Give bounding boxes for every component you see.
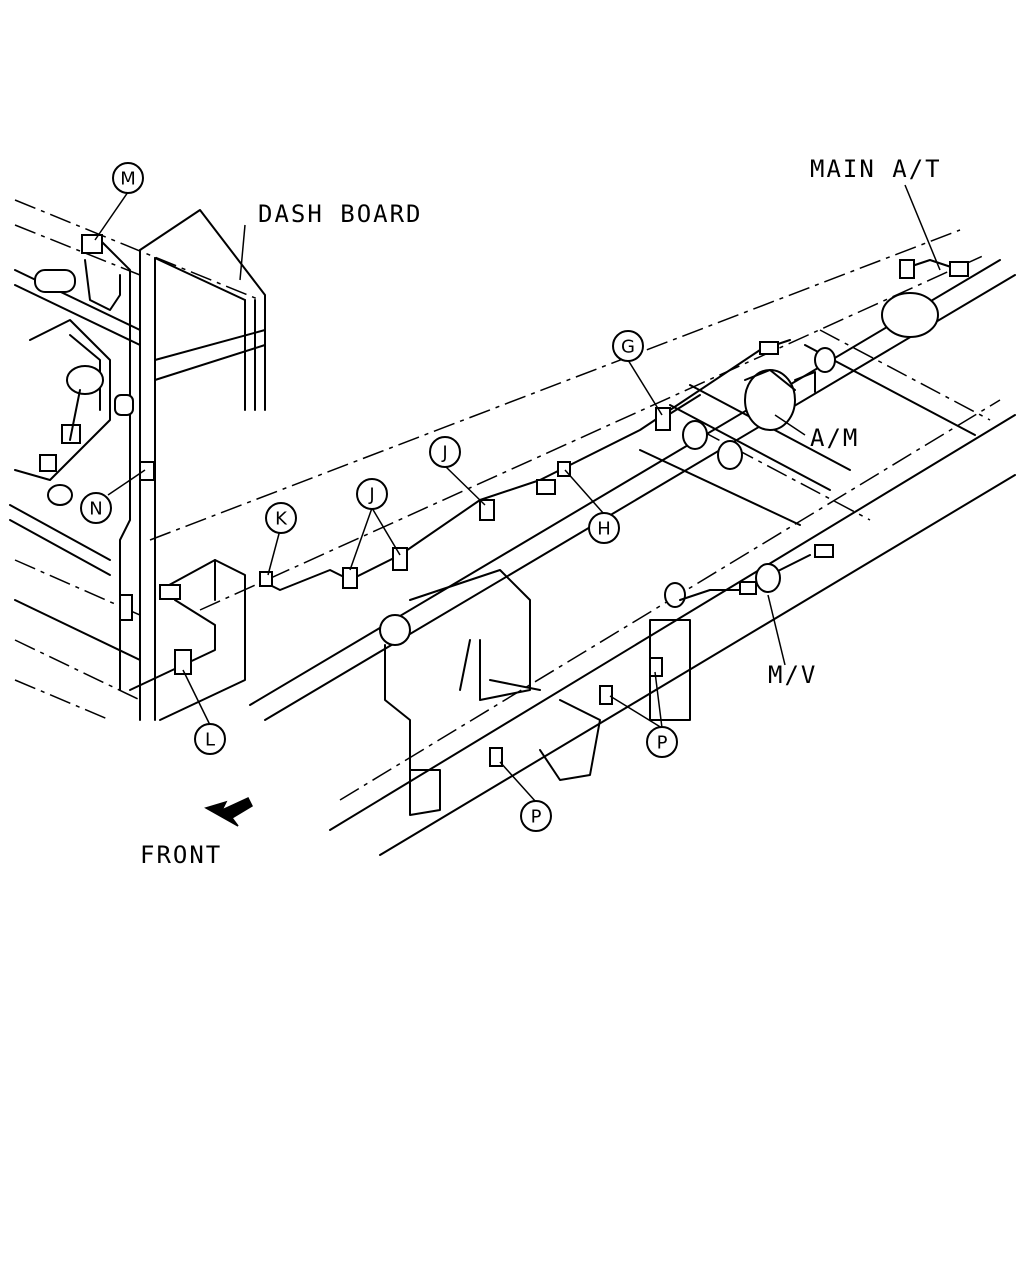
front-label: FRONT [140,841,222,869]
callout-h-letter: H [597,519,611,540]
callout-m-letter: M [120,169,136,190]
callout-h: H [588,512,620,544]
callout-n-letter: N [89,499,102,520]
arrow-down-left-icon [204,797,253,827]
callout-p-right: P [646,726,678,758]
callout-p-left-letter: P [531,807,542,828]
callout-j-upper-letter: J [441,443,447,464]
leader-lines [94,184,941,803]
callout-m: M [112,162,144,194]
callout-j-lower: J [356,478,388,510]
callout-p-right-letter: P [657,733,668,754]
callout-k-letter: K [275,509,288,530]
callout-j-lower-letter: J [368,485,374,506]
callout-g-letter: G [621,337,635,358]
mv-label: M/V [768,661,817,689]
callout-l: L [194,723,226,755]
callout-j-upper: J [429,436,461,468]
callout-g: G [612,330,644,362]
chassis-frame [9,199,1016,856]
callout-l-letter: L [205,730,215,751]
callout-k: K [265,502,297,534]
am-label: A/M [810,424,859,452]
callout-n: N [80,492,112,524]
main-at-label: MAIN A/T [810,155,942,183]
fittings [39,234,969,767]
callout-p-left: P [520,800,552,832]
air-pipes [84,239,961,691]
dash-board-label: DASH BOARD [258,200,423,228]
